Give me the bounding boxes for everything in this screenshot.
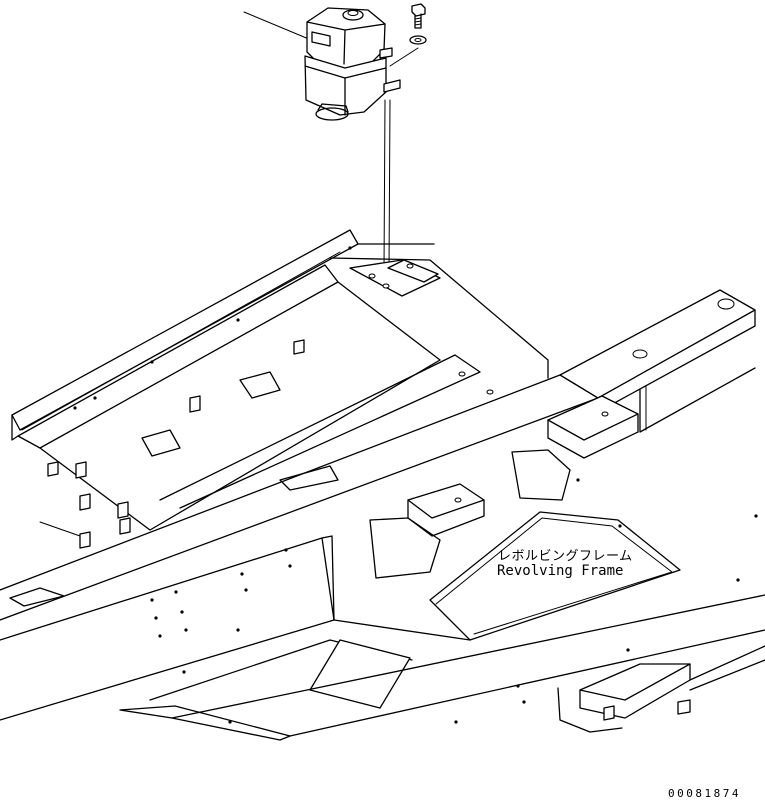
frame-label-english: Revolving Frame <box>497 563 624 579</box>
leader-line-washer <box>389 47 419 67</box>
clip <box>47 461 59 477</box>
clip <box>79 493 91 511</box>
leader-line-bracket-1 <box>383 99 386 271</box>
clip <box>79 531 91 549</box>
revolving-frame <box>0 229 765 741</box>
leader-line-tank <box>243 11 317 43</box>
frame-label-japanese: レボルビングフレーム <box>498 549 633 564</box>
drawing-number: 00081874 <box>668 787 741 800</box>
clip <box>141 429 181 457</box>
leader-line-bracket-2 <box>388 99 391 273</box>
reservoir-tank <box>243 7 401 121</box>
clip <box>75 461 87 479</box>
clip <box>239 371 281 399</box>
clip <box>117 501 129 519</box>
clip <box>119 517 131 535</box>
clip <box>189 395 201 413</box>
mounting-bolt <box>411 3 426 29</box>
washer <box>409 35 427 45</box>
clip <box>293 339 305 355</box>
